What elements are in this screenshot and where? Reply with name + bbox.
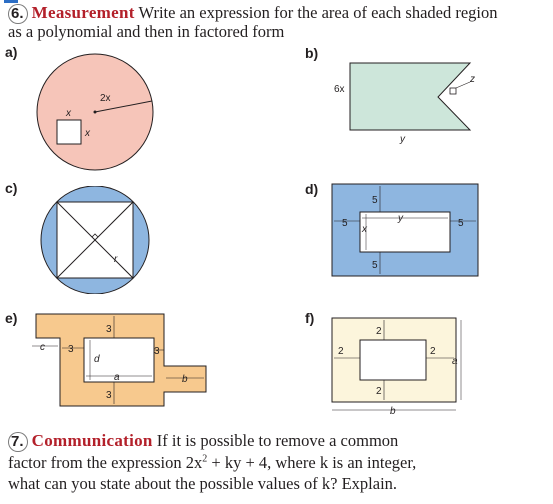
figure-f-left-label: 2 bbox=[338, 346, 344, 357]
figure-a-square-hole bbox=[56, 119, 82, 145]
figure-d: 5 5 5 5 x y bbox=[331, 183, 479, 277]
figure-a: 2x x x bbox=[36, 53, 154, 171]
figure-d-right-label: 5 bbox=[458, 218, 464, 229]
figure-e-d-label: d bbox=[94, 354, 100, 365]
figure-b-shape bbox=[349, 62, 472, 131]
q7-line1: 7. Communication If it is possible to re… bbox=[8, 431, 398, 452]
figure-d-hole-width-label: y bbox=[397, 213, 404, 224]
figure-e-left-3-label: 3 bbox=[68, 344, 74, 355]
figure-d-hole-height-label: x bbox=[361, 224, 368, 235]
figure-a-radius-label: 2x bbox=[100, 93, 111, 104]
figure-a-square-side-label: x bbox=[84, 128, 91, 139]
part-e-label: e) bbox=[5, 310, 18, 326]
q6-topic: Measurement bbox=[31, 3, 135, 22]
figure-c-right-angle bbox=[91, 233, 99, 238]
figure-e-top-3-label: 3 bbox=[106, 324, 112, 335]
figure-b-notch-label: z bbox=[469, 74, 475, 85]
figure-e: c 3 3 d 3 a b 3 bbox=[32, 313, 207, 407]
figure-b-notch-leader bbox=[455, 81, 471, 89]
part-f-label: f) bbox=[305, 310, 315, 326]
figure-e-right-3-label: 3 bbox=[154, 346, 160, 357]
figure-f-top-label: 2 bbox=[376, 326, 382, 337]
part-c-label: c) bbox=[5, 180, 18, 196]
figure-d-bottom-label: 5 bbox=[372, 260, 378, 271]
q7-topic: Communication bbox=[31, 431, 153, 450]
figure-d-top-label: 5 bbox=[372, 195, 378, 206]
figure-f: 2 2 2 a 2 b bbox=[331, 317, 462, 417]
figure-f-a-label: a bbox=[452, 356, 458, 367]
figure-c-diagonal-2 bbox=[56, 201, 134, 279]
part-b-label: b) bbox=[305, 45, 319, 61]
figure-a-radius-line bbox=[94, 100, 153, 113]
figure-f-right-label: 2 bbox=[430, 346, 436, 357]
figure-c: r bbox=[40, 186, 150, 294]
q6-header: 6. Measurement Write an expression for t… bbox=[8, 3, 498, 24]
figure-b-height-label: 6x bbox=[334, 84, 345, 95]
q7-text-line2-post: + ky + 4, where k is an integer, bbox=[207, 453, 417, 472]
figure-a-square-top-label: x bbox=[65, 108, 72, 119]
top-accent-bar bbox=[4, 0, 18, 3]
figure-e-b-label: b bbox=[182, 374, 188, 385]
figure-f-hole bbox=[359, 339, 427, 381]
q6-number: 6. bbox=[8, 4, 28, 24]
figure-e-bottom-3-label: 3 bbox=[106, 390, 112, 401]
figure-e-hole bbox=[83, 337, 155, 383]
figure-e-c-label: c bbox=[40, 342, 45, 353]
figure-b: 6x y z bbox=[334, 62, 475, 145]
q7-line2: factor from the expression 2x2 + ky + 4,… bbox=[8, 453, 416, 473]
figure-c-radius-label: r bbox=[114, 254, 118, 265]
q7-text-line3: what can you state about the possible va… bbox=[8, 474, 398, 493]
figure-f-bottom-label: 2 bbox=[376, 386, 382, 397]
q7-text-line1: If it is possible to remove a common bbox=[156, 431, 399, 450]
q6-prompt-line2: as a polynomial and then in factored for… bbox=[8, 22, 285, 41]
figure-d-hole bbox=[359, 211, 451, 253]
q7-superscript: 2 bbox=[202, 453, 208, 465]
part-a-label: a) bbox=[5, 44, 18, 60]
q7-text-line2-pre: factor from the expression 2x bbox=[8, 453, 203, 472]
figure-b-width-label: y bbox=[399, 134, 406, 145]
figure-d-left-label: 5 bbox=[342, 218, 348, 229]
q7-number: 7. bbox=[8, 432, 28, 452]
figure-b-right-angle bbox=[449, 87, 457, 95]
figure-f-b-label: b bbox=[390, 406, 396, 417]
figure-e-a-label: a bbox=[114, 372, 120, 383]
part-d-label: d) bbox=[305, 181, 319, 197]
q6-prompt-line1: Write an expression for the area of each… bbox=[138, 3, 498, 22]
